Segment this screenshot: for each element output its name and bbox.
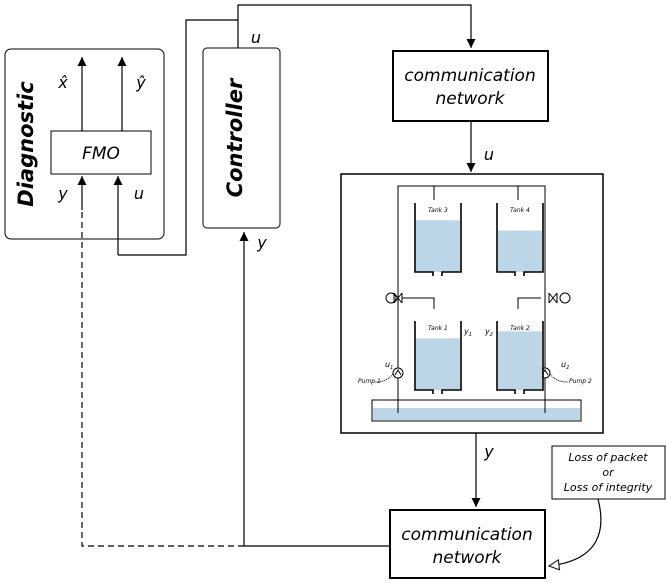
valve-branch-right xyxy=(517,297,541,309)
tank2-label: Tank 2 xyxy=(510,325,530,332)
fault-line3: Loss of integrity xyxy=(564,481,653,494)
tank4 xyxy=(496,203,544,276)
tank4-wall xyxy=(496,203,544,276)
tank1-water xyxy=(416,338,460,390)
fmo-u-label: u xyxy=(134,184,144,203)
valve-left-cross-icon xyxy=(393,292,403,304)
u1-label: u1 xyxy=(385,360,393,371)
tank3-water xyxy=(416,220,460,272)
manifold-pipe xyxy=(397,185,546,413)
pump2-leader xyxy=(549,373,569,383)
fault-box xyxy=(551,445,666,500)
diagnostic-title: Diagnostic xyxy=(14,81,38,207)
fault-line2: or xyxy=(602,466,615,479)
controller-y-label: y xyxy=(256,233,267,252)
pump1-icon xyxy=(392,367,404,379)
tank4-water xyxy=(498,230,542,272)
pump1-arrow-icon xyxy=(394,369,402,376)
control-u-line xyxy=(237,4,476,48)
valve-branch-left xyxy=(402,297,435,309)
y-to-fmo-dashed-line xyxy=(81,210,244,547)
controller-block xyxy=(202,47,281,229)
reservoir xyxy=(371,399,582,422)
tank1 xyxy=(414,321,462,394)
pump1-label: Pump 1 xyxy=(358,378,381,385)
fault-arrow xyxy=(549,498,602,566)
tank3 xyxy=(414,203,462,276)
network-top-line2: network xyxy=(435,89,505,109)
pump1-leader xyxy=(374,373,394,383)
fmo-block xyxy=(50,130,152,175)
network-top-line1: communication xyxy=(404,66,535,86)
tank2-wall xyxy=(496,321,544,394)
tank2 xyxy=(496,321,544,394)
plant-block xyxy=(340,173,604,434)
plant-u-label: u xyxy=(484,145,494,164)
plant-y-label: y xyxy=(483,442,494,461)
controller-title: Controller xyxy=(223,77,247,197)
reservoir-water xyxy=(373,408,580,420)
fmo-label: FMO xyxy=(82,144,120,164)
tank3-wall xyxy=(414,203,462,276)
u-to-fmo-line xyxy=(118,19,238,256)
u2-label: u2 xyxy=(561,360,569,371)
tank2-water xyxy=(498,331,542,390)
network-bottom-line2: network xyxy=(432,548,502,568)
valve-right-icon xyxy=(559,292,571,304)
tank1-label: Tank 1 xyxy=(428,325,448,332)
pump2-label: Pump 2 xyxy=(569,378,592,385)
x-hat-label: x̂ xyxy=(57,73,68,92)
tank4-label: Tank 4 xyxy=(510,207,530,214)
tank1-wall xyxy=(414,321,462,394)
network-bottom-line1: communication xyxy=(401,525,532,545)
valve-right-cross-icon xyxy=(548,292,558,304)
fault-line1: Loss of packet xyxy=(568,451,648,464)
fmo-y-label: y xyxy=(57,184,68,203)
y-hat-label: ŷ xyxy=(135,73,146,92)
tank3-label: Tank 3 xyxy=(428,207,448,214)
y2-label: y2 xyxy=(484,327,493,338)
controller-u-label: u xyxy=(251,28,261,47)
y1-label: y1 xyxy=(463,327,472,338)
network-bottom-block xyxy=(389,509,546,579)
network-top-block xyxy=(392,50,549,122)
